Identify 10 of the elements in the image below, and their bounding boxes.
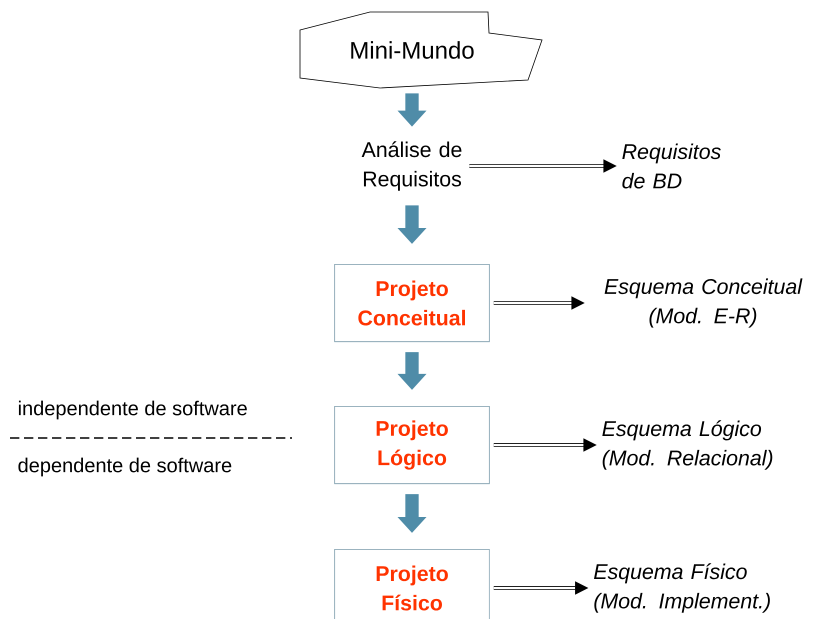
result-text: Esquema Lógico (Mod. Relacional) [602, 420, 772, 470]
result-text: Esquema Físico (Mod. Implement.) [594, 563, 770, 613]
process-box: Projeto Lógico [334, 406, 490, 484]
process-box: Projeto Conceitual [334, 264, 490, 342]
process-box: Projeto Físico [334, 548, 490, 619]
note-text: dependente de software [18, 458, 232, 476]
note-text: independente de software [18, 400, 247, 420]
result-text: Requisitos de BD [622, 144, 721, 188]
step-text: Análise de Requisitos [362, 141, 462, 191]
result-text: Esquema Conceitual (Mod. E-R) [604, 278, 802, 328]
